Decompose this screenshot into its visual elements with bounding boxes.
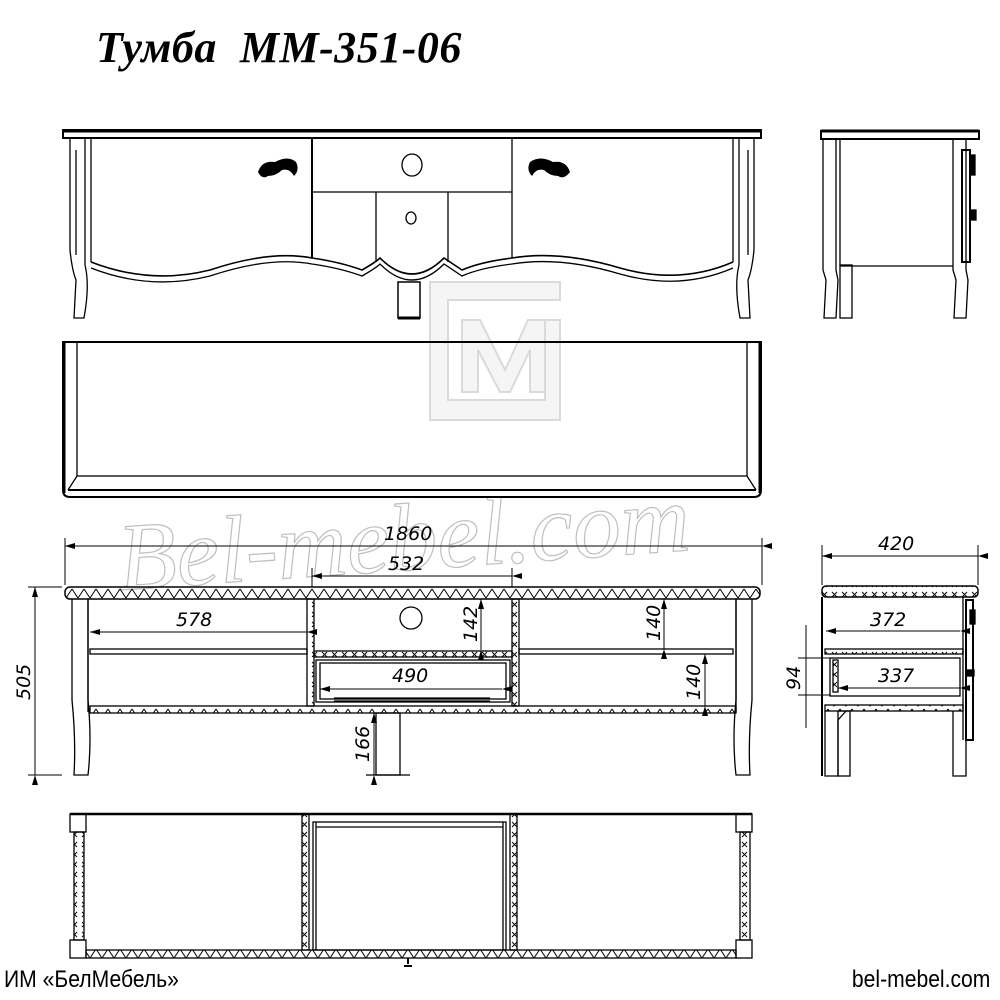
dim-overall-width: 1860	[384, 523, 432, 545]
watermark-logo-icon	[429, 281, 561, 421]
drawing-title: Тумба ММ-351-06	[96, 23, 462, 72]
door-handle-left-icon	[258, 158, 298, 178]
company-name: ИМ «БелМебель»	[4, 966, 179, 993]
top-view	[62, 341, 762, 498]
side-section	[821, 585, 979, 777]
dimension-lines	[28, 538, 988, 785]
dim-overall-depth: 420	[878, 533, 914, 555]
dim-drawer-height: 94	[783, 666, 805, 690]
side-elevation	[820, 129, 980, 319]
dim-right-upper-height: 140	[643, 605, 665, 641]
plan-section	[69, 812, 753, 967]
door-handle-right-icon	[528, 158, 570, 178]
website-link[interactable]: bel-mebel.com	[851, 966, 990, 993]
front-elevation	[62, 129, 762, 320]
dim-right-lower-height: 140	[683, 664, 705, 700]
dim-leg-clearance: 166	[352, 726, 374, 762]
dim-drawer-width: 490	[392, 665, 428, 687]
dim-center-section-width: 532	[388, 553, 424, 575]
dim-left-shelf-width: 578	[176, 609, 212, 631]
front-section	[64, 586, 761, 776]
dim-drawer-top-height: 142	[460, 606, 482, 642]
dim-overall-height: 505	[13, 664, 35, 700]
dim-inner-depth: 372	[870, 609, 906, 631]
dim-drawer-depth: 337	[878, 665, 914, 687]
